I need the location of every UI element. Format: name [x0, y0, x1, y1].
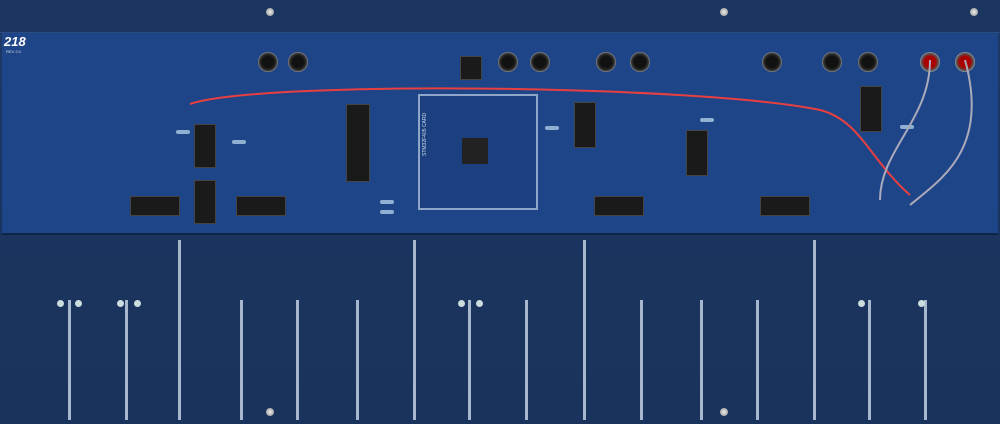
mcu-card: STM32F405 CARD [418, 94, 538, 210]
screw [266, 8, 274, 16]
resistor [380, 200, 394, 204]
screw [266, 408, 274, 416]
screw [970, 8, 978, 16]
gray-wire [879, 59, 931, 201]
ic-chip [594, 196, 644, 216]
jack [530, 52, 550, 72]
pot-slot [125, 300, 128, 420]
gray-wire [909, 59, 973, 206]
ic-chip [574, 102, 596, 148]
panel-top-strip [0, 0, 1000, 33]
pot-slot [178, 240, 181, 420]
jack [288, 52, 308, 72]
pot-slot [356, 300, 359, 420]
pot-slot [700, 300, 703, 420]
mount-hole [117, 300, 124, 307]
pot-slot [525, 300, 528, 420]
resistor [380, 210, 394, 214]
pot-slot [640, 300, 643, 420]
resistor [700, 118, 714, 122]
revision-label: REV 2.0 [6, 49, 21, 54]
jack [630, 52, 650, 72]
mount-hole [57, 300, 64, 307]
pot-slot [583, 240, 586, 420]
header-connector [346, 104, 370, 182]
jack [596, 52, 616, 72]
pot-slot [240, 300, 243, 420]
mount-hole [75, 300, 82, 307]
ic-chip [860, 86, 882, 132]
screw [720, 8, 728, 16]
ic-chip [130, 196, 180, 216]
ic-chip [194, 124, 216, 168]
jack [858, 52, 878, 72]
pot-slot [68, 300, 71, 420]
mcu-chip [462, 138, 488, 164]
jack [498, 52, 518, 72]
ic-chip [760, 196, 810, 216]
jack [258, 52, 278, 72]
pot-slot [813, 240, 816, 420]
pot-slot [924, 300, 927, 420]
ic-chip [194, 180, 216, 224]
pot-slot [756, 300, 759, 420]
mount-hole [476, 300, 483, 307]
pot-slot [413, 240, 416, 420]
resistor [176, 130, 190, 134]
ic-chip [460, 56, 482, 80]
pot-slot [296, 300, 299, 420]
jack [762, 52, 782, 72]
resistor [232, 140, 246, 144]
model-label: 218 [4, 34, 26, 49]
resistor [545, 126, 559, 130]
mount-hole [918, 300, 925, 307]
mount-hole [458, 300, 465, 307]
screw [720, 408, 728, 416]
red-wire [189, 87, 911, 196]
resistor [900, 125, 914, 129]
ic-chip [236, 196, 286, 216]
mount-hole [134, 300, 141, 307]
pot-slot [868, 300, 871, 420]
ic-chip [686, 130, 708, 176]
jack [822, 52, 842, 72]
mount-hole [858, 300, 865, 307]
pot-slot [468, 300, 471, 420]
